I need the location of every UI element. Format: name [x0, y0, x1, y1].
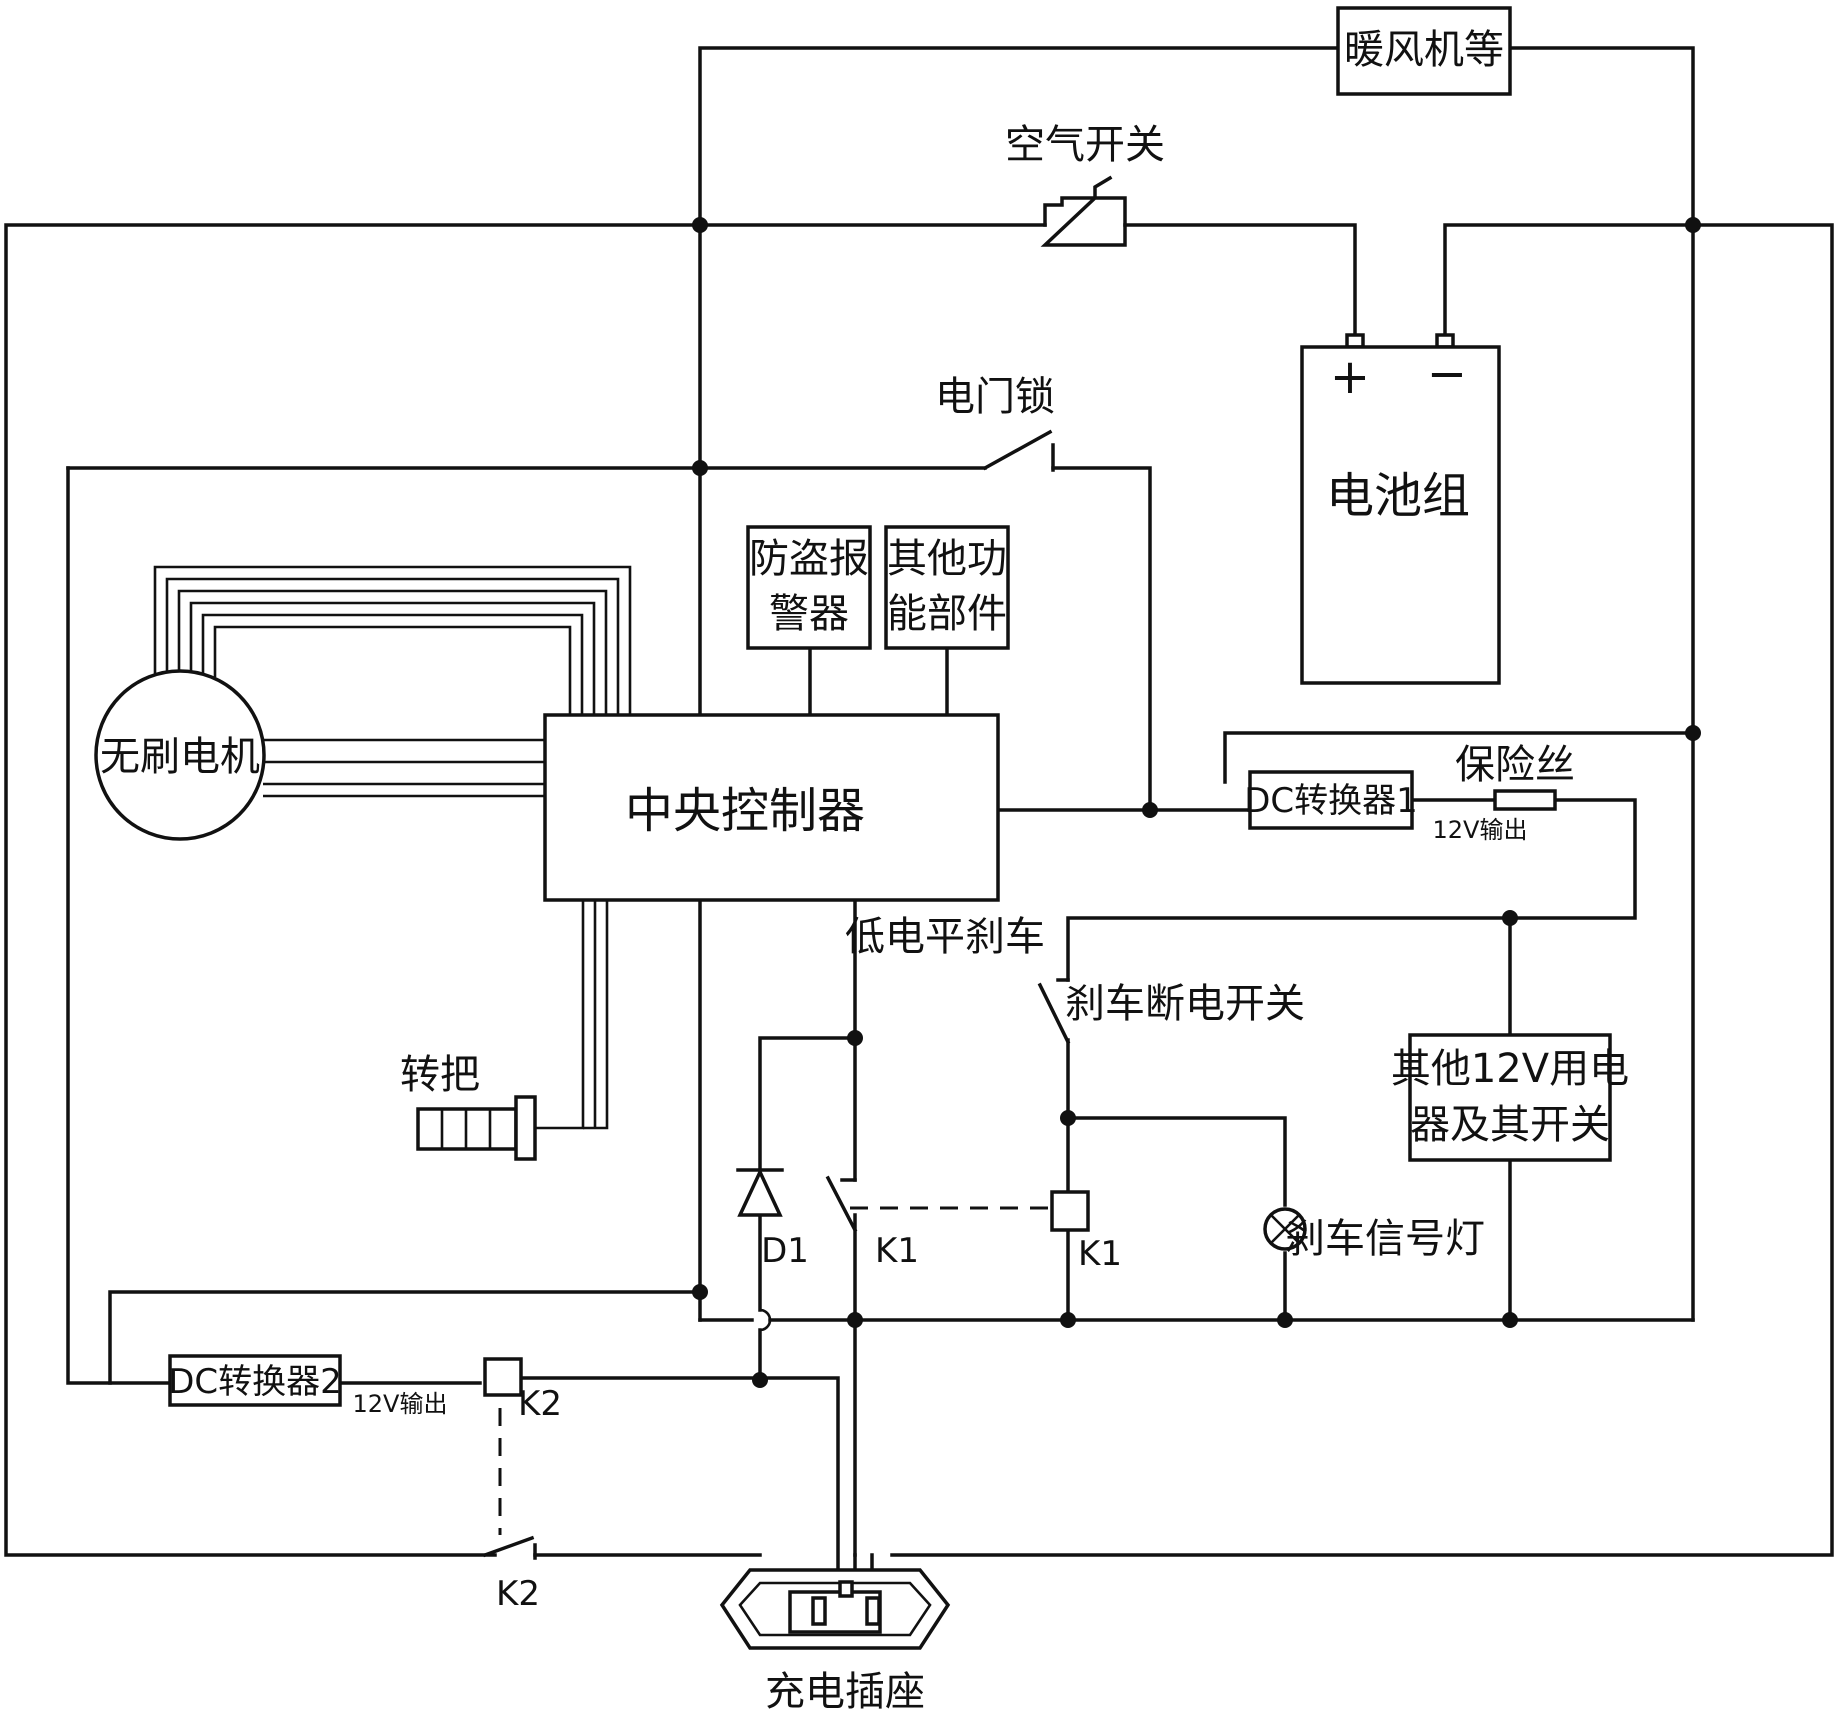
battery-minus-label: −: [1427, 346, 1467, 402]
dc2-label: DC转换器2: [168, 1362, 342, 1402]
brake-switch-label: 刹车断电开关: [1065, 981, 1305, 1027]
motor-bundle-wires: [153, 565, 632, 1130]
motor-label: 无刷电机: [100, 734, 260, 780]
k1-coil: K1: [1050, 1190, 1122, 1274]
k1-contact: K1: [825, 1175, 919, 1271]
battery-pack: + − 电池组: [1300, 333, 1501, 685]
central-controller: 中央控制器 低电平刹车: [543, 713, 1045, 960]
low-brake-label: 低电平刹车: [845, 914, 1045, 960]
k1-coil-label: K1: [1078, 1234, 1122, 1274]
other-function-box: 其他功 能部件: [884, 525, 1010, 650]
brushless-motor: 无刷电机: [94, 669, 266, 841]
svg-text:警器: 警器: [769, 591, 849, 637]
svg-text:防盗报: 防盗报: [749, 536, 869, 582]
k2-coil: K2: [483, 1357, 562, 1424]
junction-dots: [692, 217, 1701, 1388]
dc2-output-label: 12V输出: [353, 1390, 448, 1418]
k2-contact-label: K2: [496, 1574, 540, 1614]
k2-coil-label: K2: [518, 1384, 562, 1424]
battery-label: 电池组: [1326, 468, 1470, 524]
dc-converter-1: DC转换器1 12V输出: [1244, 770, 1528, 844]
svg-text:能部件: 能部件: [887, 591, 1007, 637]
brake-cutoff-switch: 刹车断电开关: [1037, 978, 1305, 1045]
battery-plus-label: +: [1330, 349, 1370, 405]
svg-text:器及其开关: 器及其开关: [1410, 1102, 1610, 1148]
brake-lamp-label: 刹车信号灯: [1285, 1216, 1485, 1262]
brake-lamp: 刹车信号灯: [1263, 1207, 1485, 1262]
d1-label: D1: [761, 1231, 809, 1271]
diode-d1: D1: [736, 1167, 809, 1271]
heater-label: 暖风机等: [1344, 27, 1504, 73]
door-lock-switch: 电门锁: [935, 374, 1055, 472]
k1-contact-label: K1: [875, 1231, 919, 1271]
k2-contact: K2: [482, 1535, 540, 1614]
svg-text:其他12V用电: 其他12V用电: [1391, 1046, 1629, 1092]
door-lock-label: 电门锁: [935, 374, 1055, 420]
heater-box: 暖风机等: [1336, 6, 1512, 96]
charging-socket: 充电插座: [719, 1568, 951, 1715]
throttle-grip: 转把: [400, 1052, 537, 1161]
air-switch-label: 空气开关: [1005, 122, 1165, 168]
throttle-label: 转把: [400, 1052, 480, 1098]
outer-loop-wire: [4, 223, 1047, 1557]
fuse: 保险丝: [1455, 742, 1575, 811]
dc1-label: DC转换器1: [1244, 781, 1418, 821]
svg-text:其他功: 其他功: [887, 536, 1007, 582]
wires: [4, 46, 1834, 1612]
controller-label: 中央控制器: [625, 783, 865, 839]
air-switch: 空气开关: [1005, 122, 1165, 247]
dc-converter-2: DC转换器2 12V输出: [168, 1354, 448, 1418]
charge-port-label: 充电插座: [765, 1669, 925, 1715]
dc1-output-label: 12V输出: [1433, 816, 1528, 844]
fuse-label: 保险丝: [1455, 742, 1575, 788]
alarm-box: 防盗报 警器: [746, 525, 872, 650]
other-12v-box: 其他12V用电 器及其开关: [1391, 1033, 1629, 1162]
